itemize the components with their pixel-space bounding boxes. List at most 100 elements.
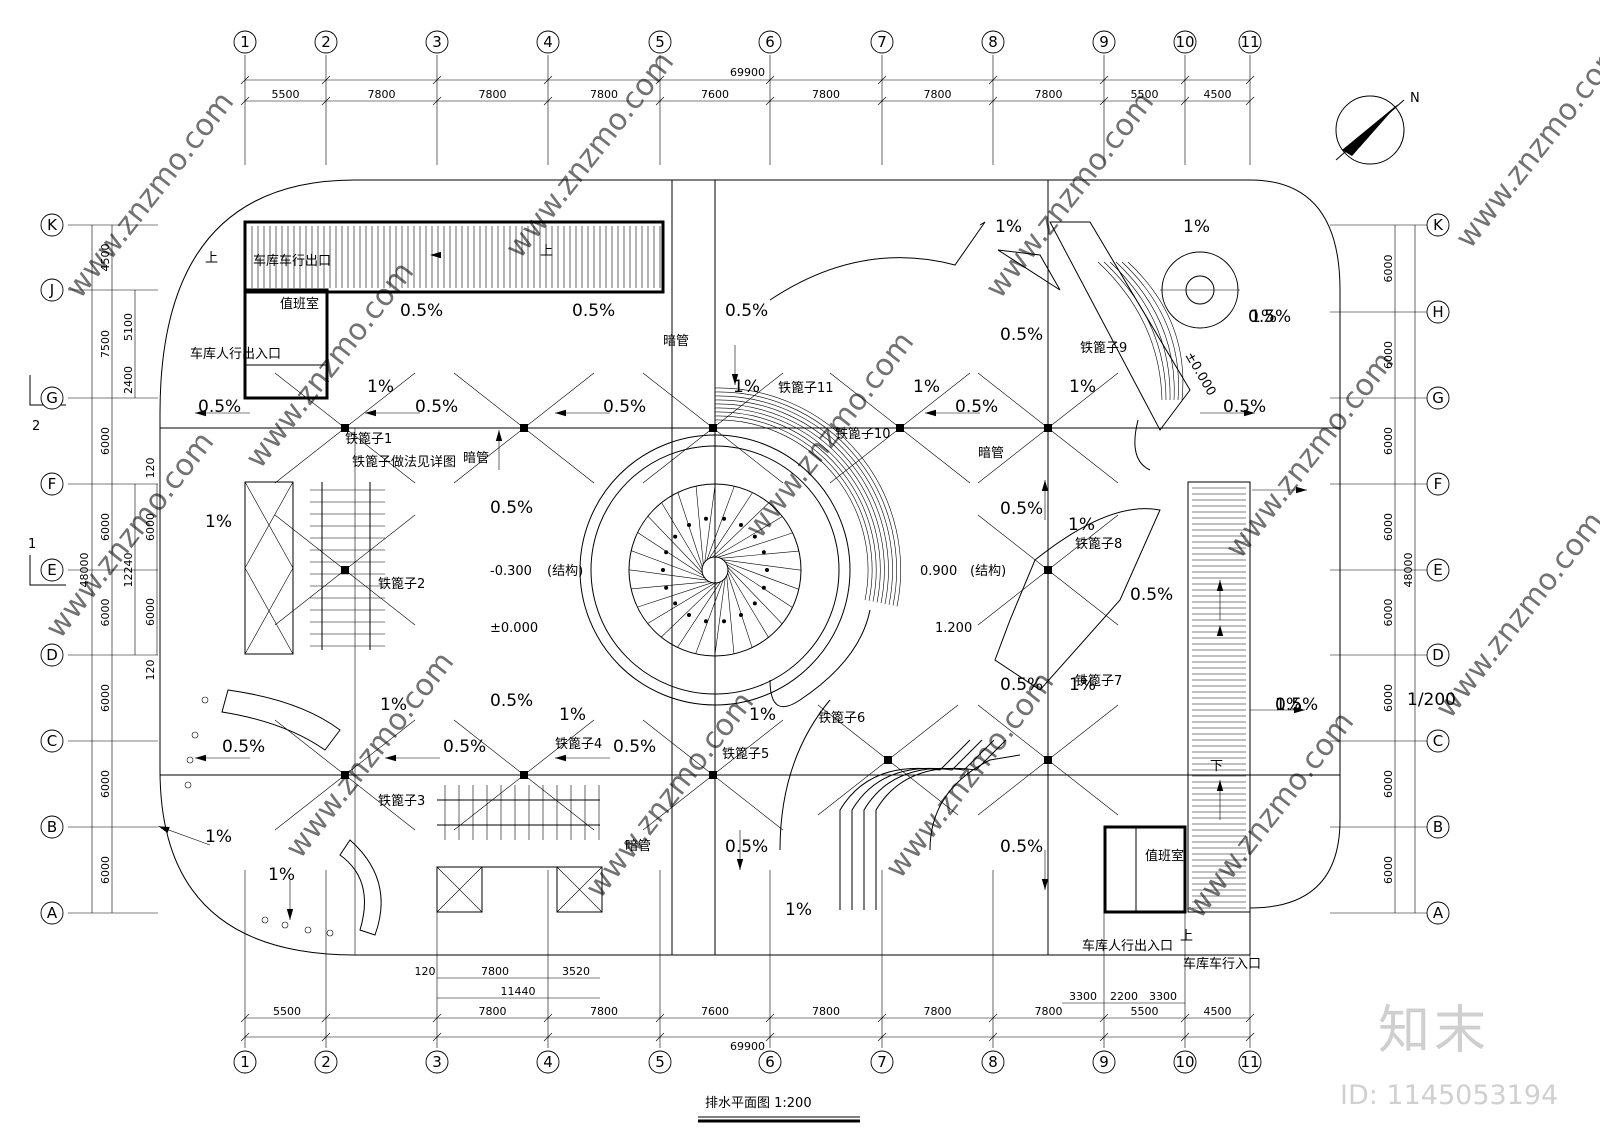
axis-bubble-right-B	[1426, 815, 1450, 839]
dim-tick	[877, 1013, 887, 1023]
plaza-spoke	[637, 582, 713, 608]
axis-bubble-right-E	[1426, 558, 1450, 582]
axis-bubble-8	[981, 30, 1005, 54]
slope-label: 1%	[749, 705, 776, 725]
dim-right-span: 6000	[1382, 684, 1395, 712]
dim-tick	[432, 1013, 442, 1023]
plaza-dot	[661, 568, 665, 572]
axis-bubble-11	[1238, 30, 1262, 54]
axis-bubble-label: 4	[543, 33, 553, 51]
axis-bubble-label: B	[1433, 818, 1443, 836]
axis-bubble-left-B	[40, 815, 64, 839]
plaza-spoke	[647, 582, 716, 624]
dim-tick	[1180, 75, 1190, 85]
hidden-pipe-label: 暗管	[663, 334, 689, 349]
flow-arrow	[1041, 879, 1049, 890]
dim-tick	[543, 75, 553, 85]
dim-top-span: 7800	[1035, 88, 1063, 101]
dim-left-outer: 6000	[99, 513, 112, 541]
dim-tick	[240, 1032, 250, 1042]
entry-ramp	[1187, 481, 1251, 913]
axis-bubble-6	[758, 1050, 782, 1074]
stepped-wall	[875, 739, 1007, 910]
dim-left-outer: 7500	[99, 330, 112, 358]
watermarks: www.znzmo.comwww.znzmo.comwww.znzmo.comw…	[39, 35, 1600, 925]
dim-left-total: 48000	[78, 553, 91, 588]
ped-entry-left-label: 车库人行出入口	[190, 346, 281, 362]
slope-label: 1%	[380, 695, 407, 715]
dim-bottom-span: 4500	[1204, 1005, 1232, 1018]
plaza-spoke	[677, 581, 721, 648]
plaza-dot	[765, 568, 769, 572]
drain-grate	[1044, 424, 1052, 432]
slope-label: 0.5%	[490, 498, 533, 518]
flow-arrow	[1216, 780, 1224, 791]
slope-label: 0.5%	[613, 737, 656, 757]
north-label: N	[1410, 91, 1420, 106]
stepped-wall	[929, 754, 1021, 851]
iron-grate-label: 铁篦子5	[722, 747, 769, 762]
slope-label: 1%	[1069, 377, 1096, 397]
iron-grate-label: 铁篦子1	[345, 432, 392, 447]
axis-bubble-left-C	[40, 729, 64, 753]
plaza-spoke	[711, 502, 769, 558]
drain-grate	[709, 771, 717, 779]
duty-room-bottom	[1103, 825, 1187, 914]
slope-label: 0.5%	[1000, 837, 1043, 857]
dim-right-span: 6000	[1382, 770, 1395, 798]
up-label: 上	[540, 244, 553, 259]
dim-right-span: 6000	[1382, 255, 1395, 283]
slope-label: 0.5%	[1000, 325, 1043, 345]
plaza-spoke	[695, 486, 704, 565]
iron-grate-label: 铁篦子6	[818, 711, 865, 726]
dim-left-inner: 120	[144, 458, 157, 479]
ramp-arrow	[430, 251, 441, 259]
slope-label: 0.5%	[1275, 695, 1318, 715]
axis-bubble-4	[536, 1050, 560, 1074]
dim-top-span: 7800	[479, 88, 507, 101]
axis-bubble-label: C	[47, 732, 57, 750]
slope-label: 1%	[559, 705, 586, 725]
plaza-spoke	[726, 564, 793, 608]
hidden-pipe-label: 暗管	[978, 446, 1004, 461]
drain-grate	[884, 756, 892, 764]
curved-bench	[339, 839, 382, 936]
arc-stair	[1115, 261, 1175, 401]
watermark-text: www.znzmo.com	[979, 85, 1161, 305]
axis-bubble-left-D	[40, 643, 64, 667]
plaza-dot	[703, 619, 708, 624]
watermark-text: www.znzmo.com	[739, 325, 921, 545]
plaza-spoke	[631, 550, 705, 579]
planter-box	[244, 481, 294, 655]
axis-bubble-5	[648, 1050, 672, 1074]
north-axis	[1335, 99, 1405, 161]
arc-step	[714, 395, 893, 605]
duty-room-top-label: 值班室	[280, 296, 319, 312]
axis-bubble-9	[1092, 30, 1116, 54]
dim-sub-c: 3520	[562, 965, 590, 978]
axis-bubble-3	[425, 1050, 449, 1074]
elevation-label: -0.300	[490, 564, 532, 579]
axis-bubble-label: K	[1433, 216, 1444, 234]
arc-step	[714, 399, 889, 605]
dim-left-outer: 4500	[99, 244, 112, 272]
flow-arrow	[385, 754, 396, 762]
axis-bubble-label: E	[47, 561, 56, 579]
site-boundary	[159, 179, 1341, 956]
flow-arrow	[736, 859, 744, 870]
slope-label: 1%	[1068, 515, 1095, 535]
planter-x	[244, 481, 294, 569]
dim-tick	[240, 1013, 250, 1023]
dim-left-outer: 6000	[99, 684, 112, 712]
axis-bubble-label: G	[1432, 389, 1444, 407]
plaza-spoke	[628, 569, 707, 581]
dim-tick	[765, 96, 775, 106]
flow-arrow	[925, 409, 936, 417]
plaza-dot	[739, 613, 743, 618]
tree-dot	[184, 781, 192, 789]
dim-bottom-span: 7800	[812, 1005, 840, 1018]
axis-bubble-label: F	[48, 475, 57, 493]
dim-tick	[1180, 1013, 1190, 1023]
dim-tick	[543, 1013, 553, 1023]
